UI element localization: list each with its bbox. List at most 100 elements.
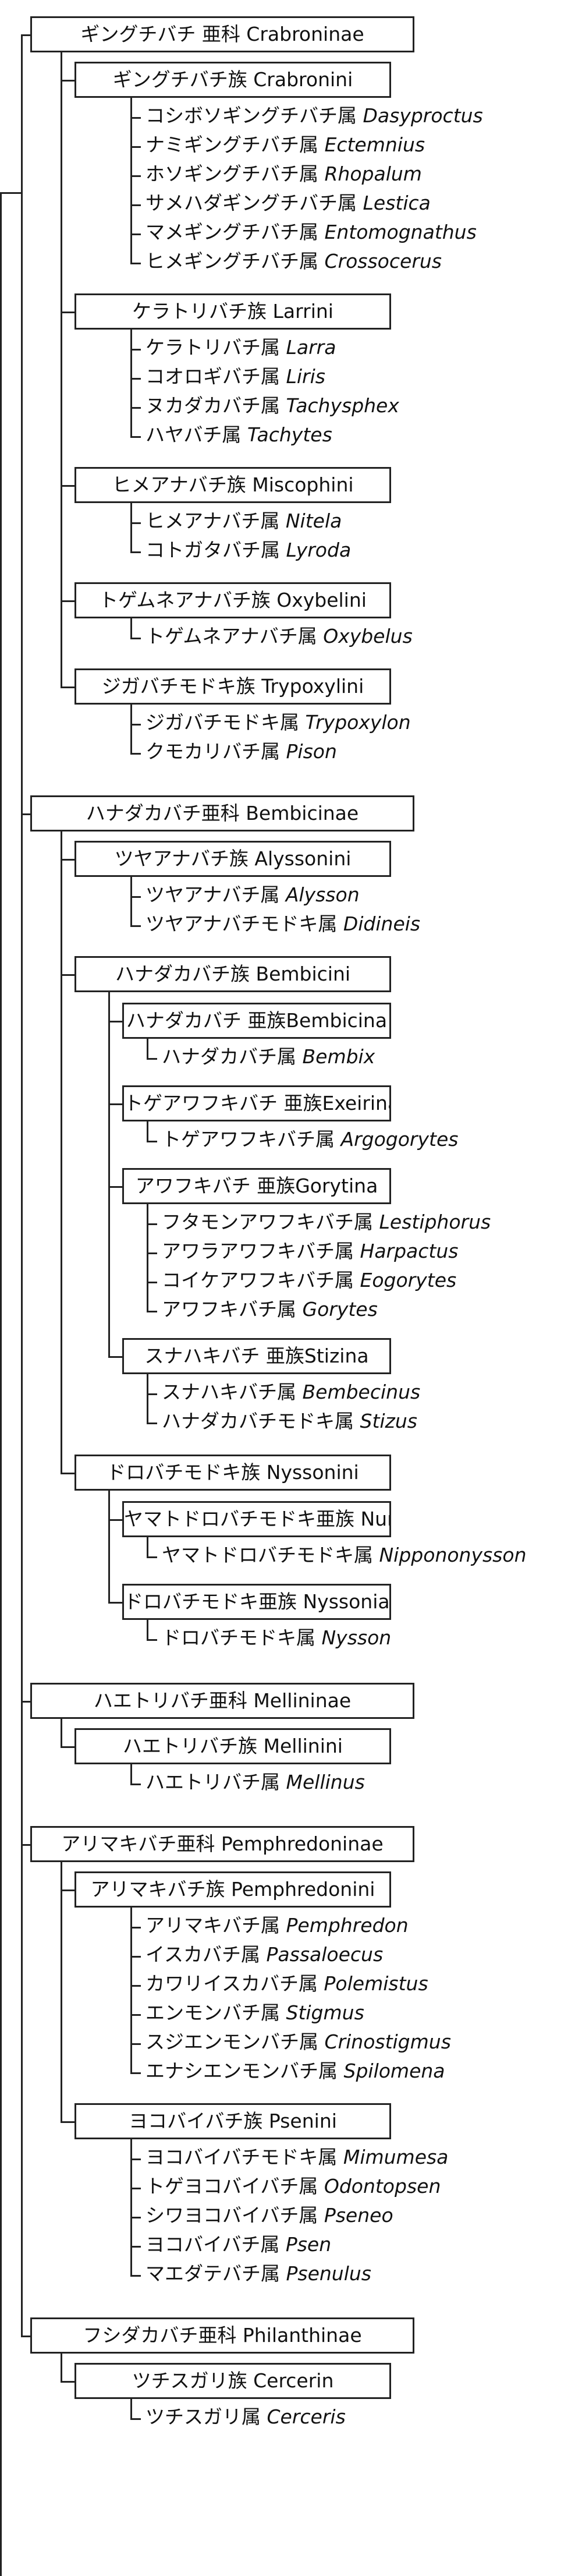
tribe-trunk-line xyxy=(61,831,62,1474)
genus-connector-line xyxy=(130,2159,141,2160)
genus-item: シワヨコバイバチ属 Pseneo xyxy=(146,2202,393,2229)
subtribe-box: スナハキバチ 亜族Stizina xyxy=(122,1338,391,1374)
genus-item: ケラトリバチ属 Larra xyxy=(146,334,336,361)
genus-item: エンモンバチ属 Stigmus xyxy=(146,2000,364,2026)
genus-connector-line xyxy=(147,1252,157,1254)
subtribe-connector-line xyxy=(108,1021,122,1022)
tribe-connector-line xyxy=(61,485,74,487)
subfamily-box: フシダカバチ亜科 Philanthinae xyxy=(30,2317,414,2354)
genus-japanese-name: コイケアワフキバチ属 xyxy=(162,1269,354,1291)
genus-trunk-line xyxy=(147,1620,148,1641)
genus-japanese-name: フタモンアワフキバチ属 xyxy=(162,1211,373,1233)
tribe-connector-line xyxy=(61,312,74,313)
genus-japanese-name: ケラトリバチ属 xyxy=(146,336,280,359)
genus-connector-line xyxy=(130,753,141,755)
genus-scientific-name: Mimumesa xyxy=(343,2146,449,2168)
genus-connector-line xyxy=(130,1927,141,1929)
genus-japanese-name: スナハキバチ属 xyxy=(162,1381,296,1403)
genus-japanese-name: ハヤバチ属 xyxy=(146,423,242,446)
genus-japanese-name: ジガバチモドキ属 xyxy=(146,711,299,734)
genus-item: エナシエンモンバチ属 Spilomena xyxy=(146,2058,445,2085)
genus-scientific-name: Crossocerus xyxy=(324,250,442,273)
genus-connector-line xyxy=(130,724,141,726)
genus-scientific-name: Nysson xyxy=(321,1626,392,1649)
subtribe-connector-line xyxy=(108,1356,122,1358)
genus-trunk-line xyxy=(130,1908,132,2074)
subtribe-box: ハナダカバチ 亜族Bembicina xyxy=(122,1003,391,1039)
genus-scientific-name: Spilomena xyxy=(343,2060,445,2082)
subtribe-trunk-line xyxy=(108,992,110,1358)
genus-connector-line xyxy=(130,2217,141,2218)
tribe-box: ツヤアナバチ族 Alyssonini xyxy=(74,841,391,877)
genus-item: ツヤアナバチモドキ属 Didineis xyxy=(146,911,420,937)
tribe-trunk-line xyxy=(61,52,62,688)
genus-connector-line xyxy=(130,204,141,206)
genus-item: スナハキバチ属 Bembecinus xyxy=(162,1379,420,1406)
genus-connector-line xyxy=(130,349,141,351)
genus-connector-line xyxy=(130,1784,141,1785)
tribe-box: ジガバチモドキ族 Trypoxylini xyxy=(74,668,391,705)
genus-trunk-line xyxy=(130,2399,132,2420)
genus-connector-line xyxy=(130,896,141,898)
genus-connector-line xyxy=(130,175,141,177)
genus-connector-line xyxy=(130,2418,141,2420)
genus-japanese-name: エナシエンモンバチ属 xyxy=(146,2060,338,2082)
genus-item: トゲアワフキバチ属 Argogorytes xyxy=(162,1126,458,1153)
subfamily-connector-line xyxy=(21,1844,30,1846)
genus-scientific-name: Dasyproctus xyxy=(363,104,483,127)
genus-item: ヒメアナバチ属 Nitela xyxy=(146,508,342,535)
genus-scientific-name: Argogorytes xyxy=(340,1128,459,1151)
genus-scientific-name: Alysson xyxy=(285,883,360,906)
genus-trunk-line xyxy=(130,877,132,927)
tribe-connector-line xyxy=(61,2121,74,2123)
genus-scientific-name: Entomognathus xyxy=(324,221,477,243)
genus-japanese-name: ナミギングチバチ属 xyxy=(146,133,318,156)
genus-japanese-name: ヌカダカバチ属 xyxy=(146,394,280,417)
genus-japanese-name: エンモンバチ属 xyxy=(146,2001,280,2024)
genus-connector-line xyxy=(130,1956,141,1958)
genus-japanese-name: シワヨコバイバチ属 xyxy=(146,2204,318,2227)
genus-scientific-name: Eogorytes xyxy=(360,1269,457,1291)
genus-japanese-name: コトガタバチ属 xyxy=(146,539,280,561)
genus-scientific-name: Harpactus xyxy=(360,1240,459,1262)
genus-japanese-name: マメギングチバチ属 xyxy=(146,221,318,243)
genus-scientific-name: Oxybelus xyxy=(323,625,413,647)
genus-japanese-name: マエダテバチ属 xyxy=(146,2262,280,2285)
subtribe-box: トゲアワフキバチ 亜族Exeirina xyxy=(122,1085,391,1121)
root-connector-line xyxy=(0,192,21,194)
genus-scientific-name: Didineis xyxy=(343,912,421,935)
genus-item: ホソギングチバチ属 Rhopalum xyxy=(146,161,422,187)
tribe-box: アリマキバチ族 Pemphredonini xyxy=(74,1871,391,1908)
genus-connector-line xyxy=(130,522,141,524)
tribe-box: トゲムネアナバチ族 Oxybelini xyxy=(74,582,391,618)
genus-connector-line xyxy=(147,1058,157,1060)
genus-scientific-name: Lestica xyxy=(363,192,431,214)
genus-connector-line xyxy=(130,436,141,438)
genus-japanese-name: スジエンモンバチ属 xyxy=(146,2030,318,2053)
genus-scientific-name: Lestiphorus xyxy=(379,1211,491,1233)
genus-item: ハナダカバチ属 Bembix xyxy=(162,1043,375,1070)
genus-item: ツチスガリ属 Cerceris xyxy=(146,2404,346,2430)
genus-item: ヒメギングチバチ属 Crossocerus xyxy=(146,248,442,275)
genus-connector-line xyxy=(130,551,141,553)
genus-item: カワリイスカバチ属 Polemistus xyxy=(146,1970,428,1997)
genus-japanese-name: トゲムネアナバチ属 xyxy=(146,625,317,647)
tribe-connector-line xyxy=(61,1746,74,1748)
subfamily-box: ハナダカバチ亜科 Bembicinae xyxy=(30,795,414,831)
genus-scientific-name: Psen xyxy=(285,2233,332,2256)
genus-item: マエダテバチ属 Psenulus xyxy=(146,2260,371,2287)
genus-trunk-line xyxy=(147,1039,148,1060)
genus-trunk-line xyxy=(147,1537,148,1558)
genus-connector-line xyxy=(130,378,141,380)
genus-scientific-name: Gorytes xyxy=(302,1298,378,1321)
genus-connector-line xyxy=(130,407,141,409)
tribe-connector-line xyxy=(61,1889,74,1891)
genus-connector-line xyxy=(130,2072,141,2074)
genus-japanese-name: アワラアワフキバチ属 xyxy=(162,1240,354,1262)
genus-scientific-name: Stizus xyxy=(360,1410,417,1432)
tribe-connector-line xyxy=(61,80,74,82)
genus-japanese-name: ヨコバイバチ属 xyxy=(146,2233,280,2256)
genus-connector-line xyxy=(130,1985,141,1987)
genus-trunk-line xyxy=(147,1121,148,1142)
